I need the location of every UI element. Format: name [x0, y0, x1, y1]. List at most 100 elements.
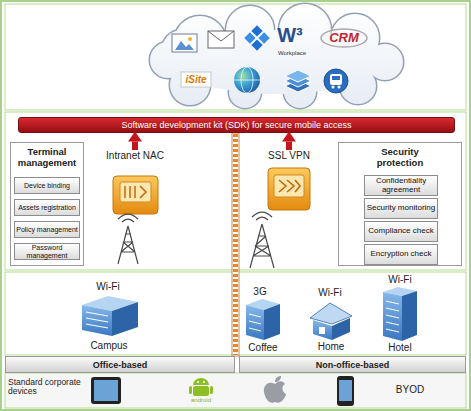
- label-text: Coffee: [238, 342, 288, 353]
- node-text: Password management: [15, 244, 79, 259]
- house-front: [313, 320, 332, 340]
- bus-window: [332, 76, 340, 80]
- label-text: Workplace: [270, 50, 314, 57]
- feature-item: Encryption check: [364, 244, 438, 265]
- label-text: Wi-Fi: [380, 274, 420, 285]
- flow-arrow: [286, 142, 292, 151]
- node-text: SSL VPN: [268, 150, 310, 161]
- vpn-tower: [250, 212, 274, 268]
- tower-wave: [252, 212, 272, 220]
- building-windows: [249, 314, 261, 331]
- label-text: CRM: [322, 31, 366, 45]
- node-text: Terminal management: [11, 143, 83, 169]
- vpn-glyph: [279, 180, 300, 192]
- apple-body: [264, 381, 286, 402]
- tablet-screen: [94, 380, 118, 401]
- panel-box: Security protectionConfidentiality agree…: [338, 142, 462, 266]
- feature-item: Security monitoring: [364, 198, 438, 219]
- puzzle-piece: [258, 32, 269, 43]
- photo-sun: [188, 37, 192, 41]
- layer-sheet: [285, 70, 311, 82]
- nac-device: [113, 176, 158, 214]
- puzzle-icon: [244, 25, 269, 50]
- node-text: Intranet NAC: [106, 150, 164, 161]
- cloud-fill: [150, 4, 403, 108]
- feature-item: Device binding: [14, 177, 80, 194]
- panel-box: Terminal managementDevice bindingAssets …: [10, 142, 84, 266]
- robot-body: [193, 386, 209, 396]
- building-side: [402, 291, 417, 341]
- globe-icon: [234, 67, 260, 93]
- label-text: Wi-Fi: [88, 281, 128, 292]
- photo-hill: [175, 41, 194, 50]
- home-building: [310, 303, 352, 340]
- mail-icon: [208, 31, 234, 48]
- building-windows: [386, 301, 399, 332]
- robot-eye: [203, 381, 205, 383]
- phone-screen: [339, 380, 352, 401]
- globe-equator: [234, 80, 260, 81]
- label-text: Wi-Fi: [310, 287, 350, 298]
- divider-rail: [232, 133, 239, 356]
- phone-body: [337, 376, 354, 406]
- feature-item: Policy management: [14, 221, 80, 238]
- cloud-core: [172, 30, 382, 94]
- divider: [232, 133, 239, 356]
- sdk-band: Software development kit (SDK) for secur…: [18, 117, 455, 133]
- building-side: [112, 302, 138, 336]
- envelope-flap: [208, 31, 234, 41]
- layers-icon: [285, 70, 311, 92]
- label-text: Hotel: [375, 342, 425, 353]
- cloud-shape: [150, 4, 403, 108]
- bus-icon: [324, 69, 348, 93]
- node-text: Software development kit (SDK) for secur…: [121, 120, 351, 130]
- bus-badge: [324, 69, 348, 93]
- nac-glyph: [125, 186, 146, 198]
- phone-icon: [337, 376, 354, 406]
- label-text: iSite: [181, 74, 211, 85]
- node-text: Security monitoring: [367, 204, 435, 213]
- antenna-mast: [118, 226, 138, 264]
- campus-building: [82, 296, 138, 336]
- divider-dash: [233, 134, 238, 355]
- label-text: Campus: [84, 340, 134, 351]
- apple-leaf: [275, 376, 281, 382]
- node-text: Encryption check: [371, 250, 432, 259]
- globe-ball: [234, 67, 260, 93]
- isite-tile: [181, 72, 211, 87]
- node-text: Assets registration: [18, 204, 76, 212]
- envelope-body: [208, 31, 234, 48]
- feature-item: Compliance check: [364, 221, 438, 242]
- robot-arm: [210, 386, 213, 394]
- android-icon: [189, 378, 213, 396]
- coffee-building: [246, 299, 280, 340]
- crm-swoosh: [321, 29, 367, 47]
- nac-antenna: [118, 214, 138, 264]
- puzzle-piece: [251, 39, 262, 50]
- node-text: Device binding: [24, 182, 70, 190]
- feature-item: Assets registration: [14, 199, 80, 216]
- node-text: Compliance check: [368, 227, 433, 236]
- label-text: W³: [268, 24, 312, 46]
- vpn-panel: [274, 175, 304, 197]
- photo-frame: [172, 34, 197, 52]
- feature-item: Password management: [14, 243, 80, 260]
- antenna-wave: [118, 214, 138, 222]
- nac-panel: [120, 182, 151, 202]
- label-text: Standard corporate devices: [8, 378, 88, 397]
- node-text: Non-office-based: [316, 360, 390, 370]
- nac-case: [113, 176, 158, 214]
- node-text: Office-based: [93, 360, 148, 370]
- puzzle-piece: [244, 32, 255, 43]
- bus-wheel: [338, 86, 341, 89]
- label-text: 3G: [245, 286, 275, 297]
- device-section: [5, 373, 466, 408]
- location-tab: Non-office-based: [239, 356, 466, 373]
- apple-icon: [264, 376, 286, 403]
- bus-body: [330, 74, 342, 85]
- robot-eye: [197, 381, 199, 383]
- vpn-device: [268, 168, 310, 210]
- building-windows: [86, 312, 108, 328]
